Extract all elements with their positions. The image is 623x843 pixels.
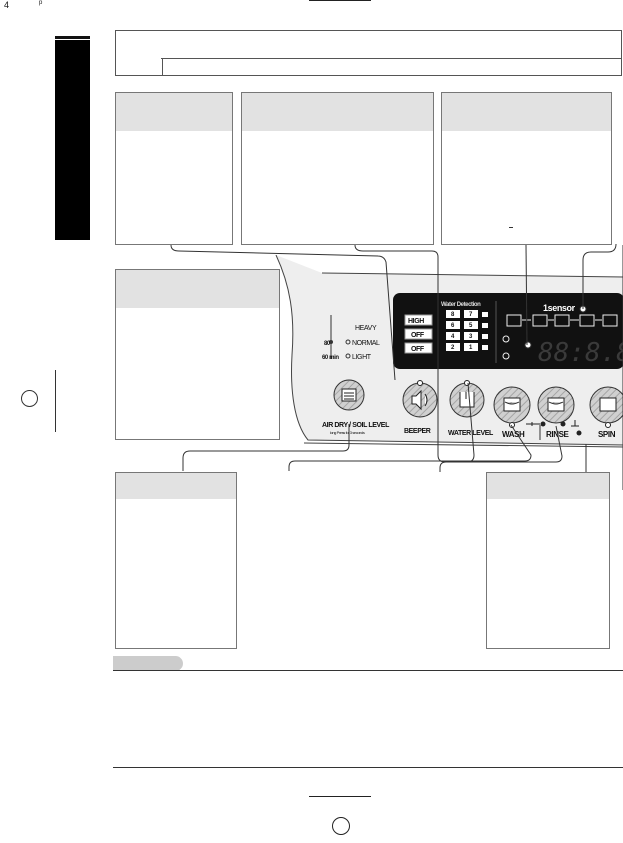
- side-tab: [55, 40, 90, 240]
- callout-header: [487, 473, 609, 499]
- soil-heavy-label: HEAVY: [355, 325, 377, 332]
- level-number-grid: 8 7 6 5 4 3 2 1: [446, 310, 478, 351]
- timer-icon: [502, 352, 510, 360]
- callout-header: [116, 270, 279, 308]
- soil-light-label: LIGHT: [352, 354, 372, 361]
- sensor-label: 1sensor: [543, 303, 576, 313]
- callout-header: [116, 93, 232, 131]
- air-dry-soil-label: AIR DRY / SOIL LEVEL: [322, 422, 390, 429]
- callout-header: [442, 93, 611, 131]
- water-dots-label: Water Detection: [441, 302, 481, 308]
- callout-box-1: [115, 92, 233, 245]
- wash-label: WASH: [502, 430, 525, 439]
- side-divider: [55, 370, 56, 432]
- note-bottom-rule: [113, 767, 623, 768]
- footer-circle-icon: [332, 817, 350, 835]
- callout-header: [242, 93, 433, 131]
- air-dry-soil-button[interactable]: [333, 379, 365, 411]
- page-number: 4: [4, 0, 10, 10]
- level-number: 7: [469, 312, 473, 318]
- level-number: 1: [469, 345, 473, 351]
- beeper-label: BEEPER: [404, 428, 431, 435]
- box-tick: [509, 227, 513, 228]
- level-button-high: HIGH: [408, 318, 424, 325]
- callout-box-2: [241, 92, 434, 245]
- level-number: 8: [451, 312, 455, 318]
- soil-left-label: 60 min: [322, 355, 339, 361]
- water-level-icons: [482, 312, 488, 350]
- level-number: 6: [451, 323, 455, 329]
- air-dry-sub-label: long Press for 3 seconds: [330, 430, 365, 435]
- child-lock-icon: [571, 420, 579, 427]
- rinse-button[interactable]: [537, 386, 575, 424]
- control-panel-illustration: Water Detection HIGH OFF OFF 8 7 6 5 4 3…: [275, 255, 623, 448]
- water-level-label: WATER LEVEL: [448, 430, 494, 437]
- level-button-off-1: OFF: [411, 332, 425, 339]
- level-number: 5: [469, 323, 473, 329]
- soil-normal-label: NORMAL: [352, 340, 380, 347]
- spin-label: SPIN: [598, 430, 616, 439]
- footer-line: [309, 796, 371, 797]
- callout-box-3: [441, 92, 612, 245]
- section-title-rule: [161, 58, 622, 59]
- side-tab-top: [55, 36, 90, 39]
- callout-box-6: [486, 472, 610, 649]
- section-title-tab: [115, 58, 163, 76]
- callout-header: [116, 473, 236, 499]
- side-circle-icon: [21, 390, 38, 407]
- spin-icon: [599, 397, 617, 412]
- water-level-button[interactable]: [449, 382, 485, 418]
- soil-left-label: 80: [324, 341, 331, 347]
- level-button-off-2: OFF: [411, 346, 425, 353]
- section-title-box: [115, 30, 622, 76]
- lcd-display: 88:8.8.: [538, 338, 623, 368]
- air-dry-icon: [341, 388, 357, 402]
- water-level-icon: [459, 392, 475, 408]
- wash-button[interactable]: [493, 386, 531, 424]
- wash-icon: [503, 397, 521, 412]
- note-rule: [113, 670, 623, 671]
- rinse-icon: [547, 397, 565, 412]
- speaker-icon: [411, 389, 428, 411]
- clock-icon: [502, 335, 510, 343]
- callout-box-5: [115, 472, 237, 649]
- level-number: 3: [469, 334, 473, 340]
- spin-button[interactable]: [589, 386, 623, 424]
- level-number: 4: [451, 334, 455, 340]
- lock-icon: [526, 422, 540, 426]
- callout-box-4: [115, 269, 280, 440]
- level-number: 2: [451, 345, 455, 351]
- header-line: [309, 0, 371, 1]
- corner-mark: p: [39, 0, 43, 6]
- note-badge: [113, 656, 183, 671]
